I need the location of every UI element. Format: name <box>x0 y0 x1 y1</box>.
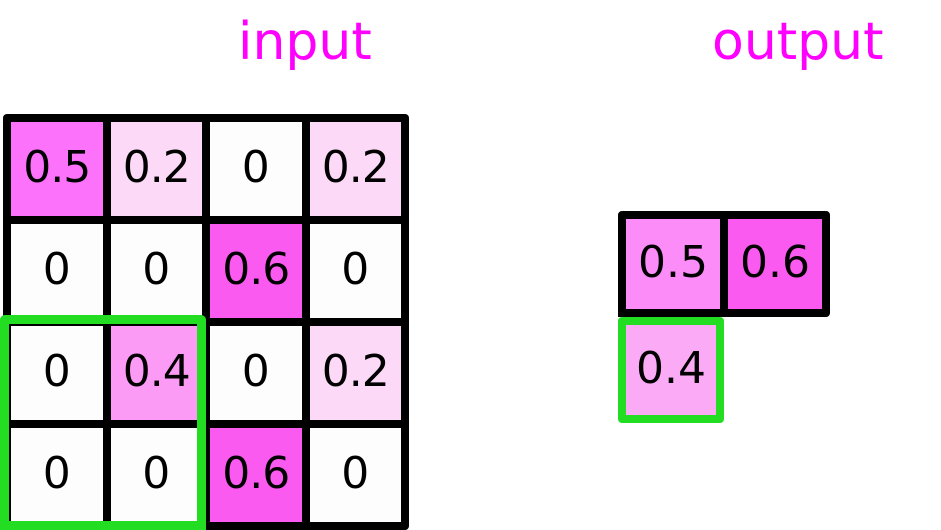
input-cell-r3c0[interactable]: 0 <box>11 428 103 522</box>
input-title: input <box>238 12 372 72</box>
output-cell-r1c1-empty <box>724 317 830 423</box>
input-cell-value: 0 <box>241 346 270 397</box>
output-title: output <box>712 12 884 72</box>
output-matrix: 0.5 0.6 0.4 <box>618 211 830 423</box>
input-cell-r1c1[interactable]: 0 <box>110 224 202 318</box>
output-cell-value: 0.4 <box>636 343 706 394</box>
input-cell-r0c2[interactable]: 0 <box>210 122 302 216</box>
input-cell-r0c1[interactable]: 0.2 <box>110 122 202 216</box>
input-cell-value: 0 <box>142 244 171 295</box>
input-cell-value: 0 <box>241 142 270 193</box>
input-cell-r3c1[interactable]: 0 <box>110 428 202 522</box>
output-cell-value: 0.5 <box>638 237 708 288</box>
output-cell-r0c1[interactable]: 0.6 <box>724 211 830 317</box>
input-cell-r2c1[interactable]: 0.4 <box>110 326 202 420</box>
input-cell-value: 0.2 <box>122 142 191 193</box>
input-cell-value: 0.2 <box>321 142 390 193</box>
input-cell-value: 0.4 <box>122 346 191 397</box>
input-cell-value: 0 <box>42 448 71 499</box>
input-cell-value: 0 <box>142 448 171 499</box>
output-cell-r1c0[interactable]: 0.4 <box>618 317 724 423</box>
input-cell-r2c3[interactable]: 0.2 <box>309 326 401 420</box>
input-cell-value: 0.2 <box>321 346 390 397</box>
input-cell-r3c2[interactable]: 0.6 <box>210 428 302 522</box>
input-cell-r3c3[interactable]: 0 <box>309 428 401 522</box>
input-matrix: 0.5 0.2 0 0.2 0 0 0.6 0 0 0.4 0 0.2 0 0 … <box>3 114 409 530</box>
input-cell-value: 0 <box>42 244 71 295</box>
input-cell-value: 0.5 <box>23 142 91 193</box>
input-cell-value: 0.6 <box>222 244 290 295</box>
input-cell-r1c3[interactable]: 0 <box>309 224 401 318</box>
output-cell-value: 0.6 <box>740 237 810 288</box>
input-cell-r2c0[interactable]: 0 <box>11 326 103 420</box>
input-cell-value: 0 <box>341 244 370 295</box>
input-cell-r1c2[interactable]: 0.6 <box>210 224 302 318</box>
input-cell-value: 0.6 <box>222 448 290 499</box>
input-cell-r2c2[interactable]: 0 <box>210 326 302 420</box>
input-cell-r1c0[interactable]: 0 <box>11 224 103 318</box>
input-cell-r0c3[interactable]: 0.2 <box>309 122 401 216</box>
input-cell-r0c0[interactable]: 0.5 <box>11 122 103 216</box>
input-cell-value: 0 <box>42 346 71 397</box>
input-cell-value: 0 <box>341 448 370 499</box>
output-cell-r0c0[interactable]: 0.5 <box>618 211 724 317</box>
